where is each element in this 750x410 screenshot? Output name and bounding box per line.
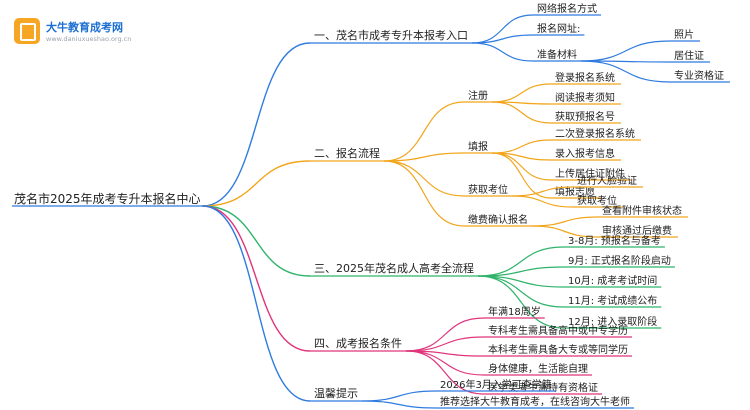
child-topic-5-2: 推荐选择大牛教育成考，在线咨询大牛老师 — [440, 395, 630, 408]
child-connector-5-1 — [361, 390, 437, 402]
leaf-connector-1-3-3 — [580, 60, 671, 83]
child-connector-1-3 — [471, 42, 534, 62]
leaf-topic-2-1-3: 获取预报名号 — [555, 110, 615, 123]
child-connector-1-2 — [471, 34, 534, 44]
branch-topic-4: 四、成考报名条件 — [314, 336, 402, 350]
leaf-topic-2-3-2: 获取考位 — [577, 194, 617, 207]
child-topic-4-4: 身体健康，生活能自理 — [488, 362, 588, 375]
leaf-topic-2-1-1: 登录报名系统 — [555, 71, 615, 84]
branch-topic-5: 温馨提示 — [314, 386, 358, 400]
leaf-connector-2-4-1 — [531, 216, 599, 227]
logo-url: www.daniuxueshao.org.cn — [46, 35, 132, 43]
child-connector-4-2 — [405, 336, 485, 352]
site-logo[interactable]: 大牛教育成考网 www.daniuxueshao.org.cn — [14, 14, 134, 50]
child-topic-3-3: 10月: 成考考试时间 — [568, 274, 657, 287]
leaf-connector-2-1-3 — [491, 101, 552, 124]
child-connector-2-4 — [383, 160, 465, 227]
branch-connector-1 — [202, 42, 311, 207]
leaf-topic-2-2-3: 上传居住证附件 — [555, 167, 625, 180]
child-connector-4-5 — [405, 350, 485, 395]
child-topic-4-3: 本科考生需具备大专或等同学历 — [488, 343, 628, 356]
child-topic-3-4: 11月: 考试成绩公布 — [568, 294, 657, 307]
child-topic-2-3: 获取考位 — [468, 183, 508, 196]
child-topic-4-2: 专科考生需具备高中或中专学历 — [488, 324, 628, 337]
child-connector-2-2 — [383, 152, 465, 162]
child-topic-5-1: 2026年3月入学可查学籍 — [440, 378, 552, 391]
leaf-connector-2-2-4 — [491, 152, 552, 199]
child-topic-4-1: 年满18周岁 — [488, 305, 541, 318]
leaf-connector-2-3-2 — [511, 195, 574, 208]
leaf-connector-2-4-2 — [531, 225, 599, 238]
child-topic-3-2: 9月: 正式报名阶段启动 — [568, 254, 671, 267]
book-logo-icon — [14, 18, 40, 44]
leaf-topic-2-4-2: 审核通过后缴费 — [602, 224, 672, 237]
child-topic-1-1: 网络报名方式 — [537, 2, 597, 15]
branch-topic-2: 二、报名流程 — [314, 146, 380, 160]
leaf-topic-2-4-1: 查看附件审核状态 — [602, 204, 682, 217]
leaf-connector-1-3-1 — [580, 40, 671, 62]
leaf-topic-2-3-1: 进行人脸验证 — [577, 174, 637, 187]
leaf-topic-1-3-2: 居住证 — [674, 49, 704, 62]
leaf-topic-2-2-2: 录入报考信息 — [555, 147, 615, 160]
leaf-topic-2-1-2: 阅读报考须知 — [555, 91, 615, 104]
branch-connector-3 — [202, 205, 311, 277]
child-topic-2-2: 填报 — [468, 140, 488, 153]
branch-connector-4 — [202, 205, 311, 352]
leaf-topic-2-2-4: 填报志愿 — [555, 185, 595, 198]
leaf-topic-1-3-1: 照片 — [674, 28, 694, 41]
branch-topic-1: 一、茂名市成考专升本报考入口 — [314, 28, 468, 42]
child-topic-3-5: 12月: 进入录取阶段 — [568, 315, 657, 328]
leaf-connector-2-2-1 — [491, 139, 552, 154]
branch-topic-3: 三、2025年茂名成人高考全流程 — [314, 261, 474, 275]
leaf-topic-2-2-1: 二次登录报名系统 — [555, 127, 635, 140]
logo-name: 大牛教育成考网 — [46, 21, 123, 34]
leaf-topic-1-3-3: 专业资格证 — [674, 69, 724, 82]
branch-connector-5 — [202, 205, 311, 402]
child-topic-2-1: 注册 — [468, 89, 488, 102]
leaf-connector-1-3-2 — [580, 60, 671, 63]
child-topic-2-4: 缴费确认报名 — [468, 213, 528, 226]
child-connector-5-2 — [361, 400, 437, 409]
child-connector-2-1 — [383, 101, 465, 162]
child-connector-3-5 — [477, 275, 565, 329]
child-topic-1-2: 报名网址: — [537, 22, 580, 35]
child-connector-4-4 — [405, 350, 485, 376]
child-connector-3-1 — [477, 246, 565, 277]
child-topic-1-3: 准备材料 — [537, 48, 577, 61]
child-connector-2-3 — [383, 160, 465, 197]
root-topic: 茂名市2025年成考专升本报名中心 — [14, 191, 201, 206]
child-connector-4-1 — [405, 317, 485, 352]
branch-connector-2 — [202, 160, 311, 207]
child-connector-3-2 — [477, 266, 565, 277]
child-topic-3-1: 3-8月: 预报名与备考 — [568, 234, 661, 247]
leaf-connector-2-1-1 — [491, 83, 552, 103]
